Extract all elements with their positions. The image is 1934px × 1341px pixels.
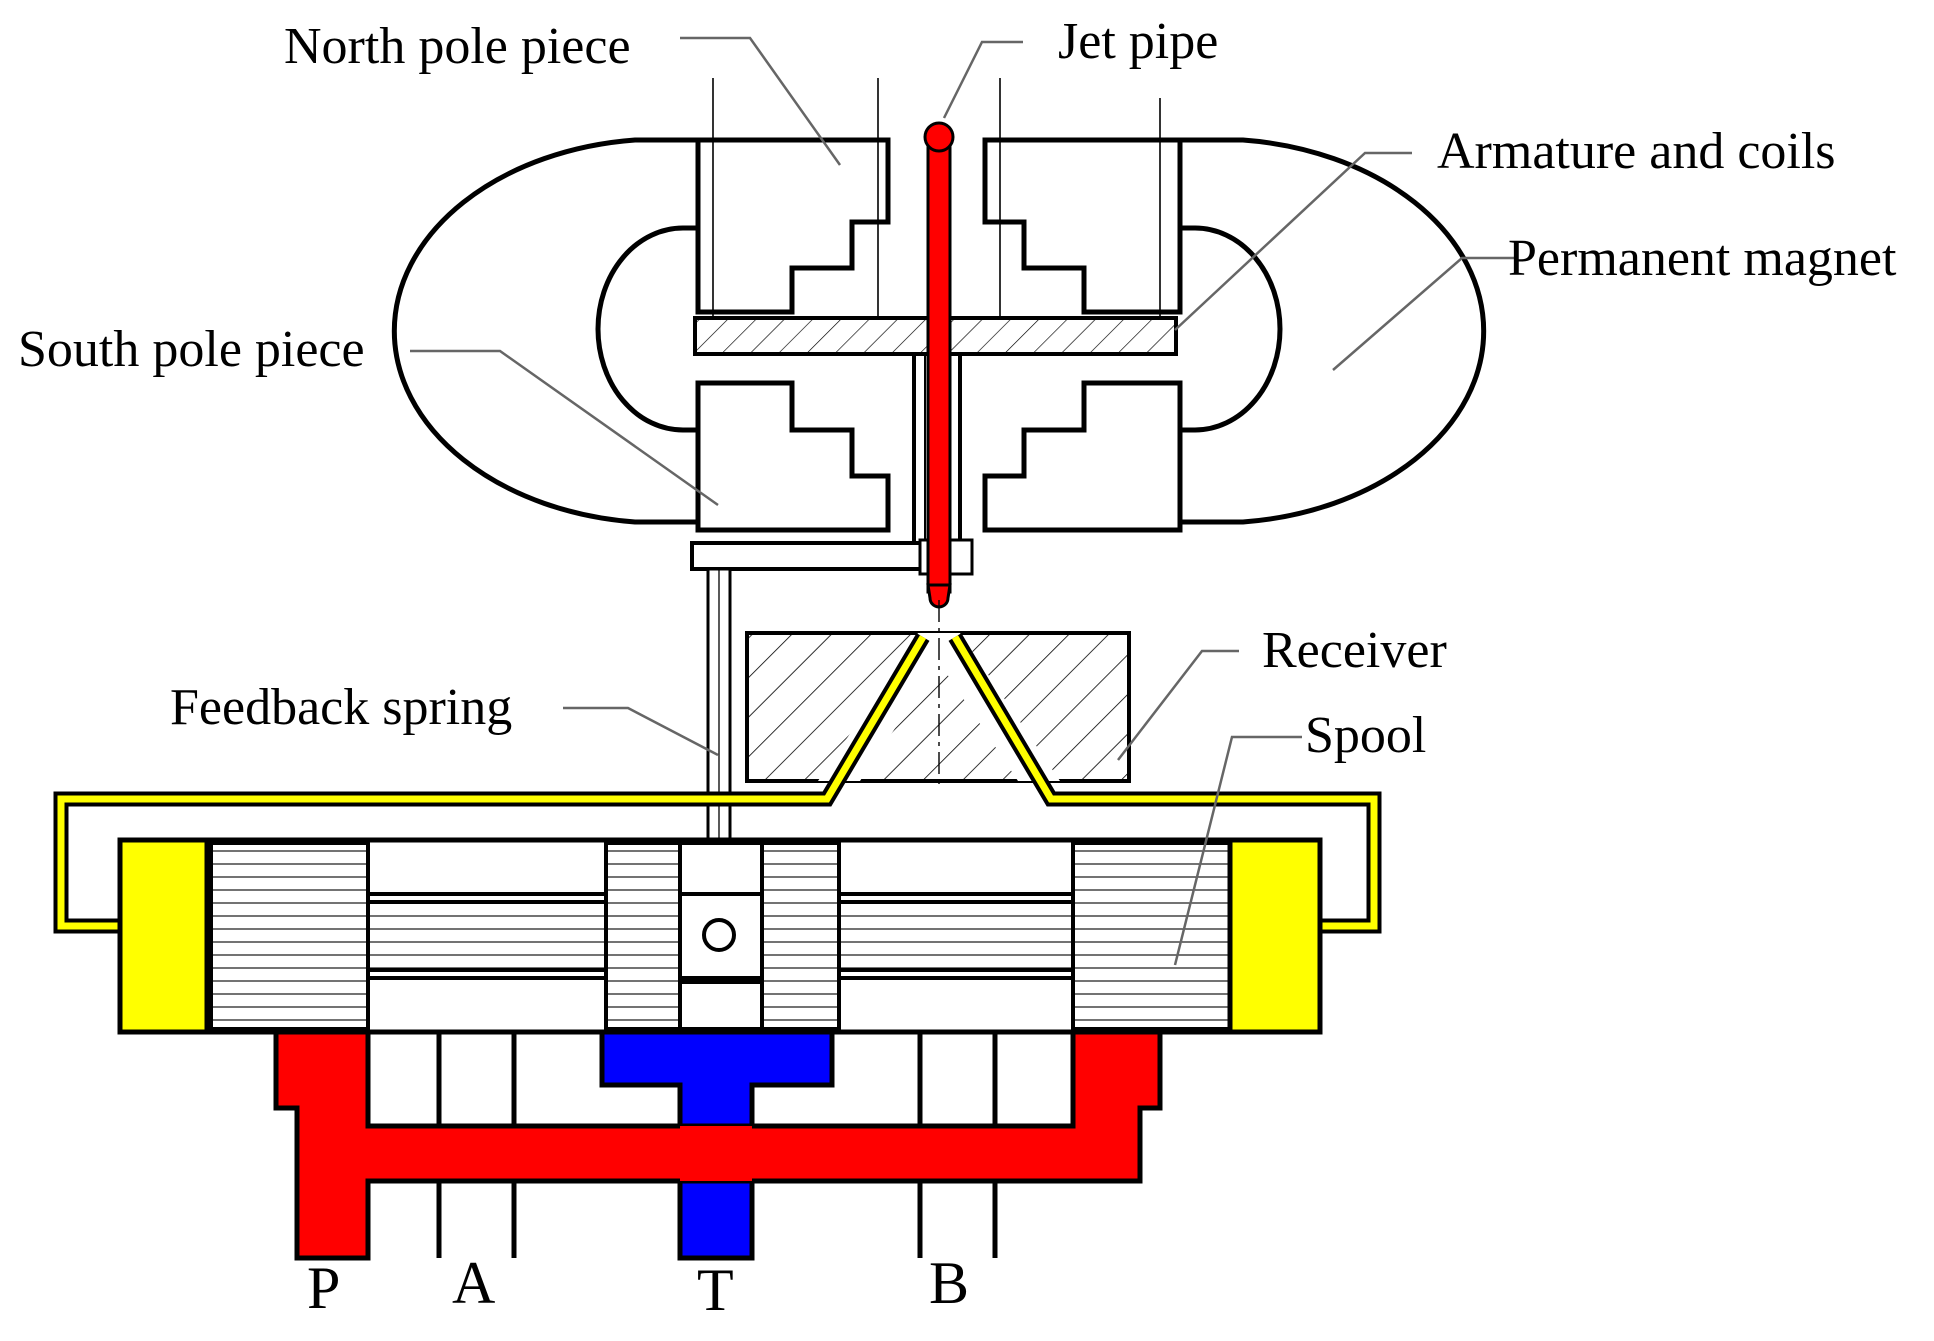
south-pole-piece-right (982, 380, 1183, 533)
valve-body (117, 837, 1323, 1035)
spool-land-1 (209, 841, 370, 1031)
label-south-pole-piece: South pole piece (18, 321, 365, 378)
label-north-pole-piece: North pole piece (284, 18, 631, 75)
port-b-passage (917, 1032, 998, 1258)
north-pole-piece-left (695, 137, 891, 315)
jet-pipe (926, 130, 952, 594)
port-label-t: T (697, 1257, 734, 1323)
spool-end-chamber-left (117, 837, 210, 1035)
label-jet-pipe: Jet pipe (1058, 13, 1218, 70)
labels: North pole piece Jet pipe Armature and c… (18, 13, 1897, 1323)
jet-pipe-top-ball (923, 121, 955, 153)
return-passage (599, 1029, 835, 1129)
permanent-magnet-right (1177, 137, 1487, 525)
south-pole-piece-left (695, 380, 891, 533)
spool-shaft (366, 892, 1075, 980)
label-receiver: Receiver (1262, 622, 1447, 679)
port-label-a: A (452, 1250, 495, 1316)
armature-left (693, 316, 934, 356)
north-pole-piece-right (982, 137, 1183, 315)
coil-lines (712, 78, 1161, 318)
port-label-p: P (307, 1255, 340, 1321)
leader-lines (410, 36, 1515, 966)
receiver-block (745, 600, 1131, 790)
manifold (273, 1029, 1163, 1261)
label-armature-and-coils: Armature and coils (1437, 123, 1836, 180)
control-passages (53, 633, 1382, 934)
permanent-magnet-left (391, 137, 701, 525)
feedback-ball (702, 918, 736, 952)
armature-right (944, 316, 1178, 356)
label-feedback-spring: Feedback spring (170, 679, 512, 736)
port-a-passage (436, 1032, 517, 1258)
return-port-pipe (677, 1178, 755, 1261)
jet-pipe-nozzle (926, 583, 952, 609)
spool-end-chamber-right (1227, 837, 1323, 1035)
spool-land-2 (604, 841, 682, 1031)
label-permanent-magnet: Permanent magnet (1508, 230, 1897, 287)
spool-land-4 (1071, 841, 1232, 1031)
port-label-b: B (929, 1250, 969, 1316)
label-spool: Spool (1305, 707, 1426, 764)
torque-motor (391, 78, 1487, 609)
spool-land-3 (760, 841, 841, 1031)
